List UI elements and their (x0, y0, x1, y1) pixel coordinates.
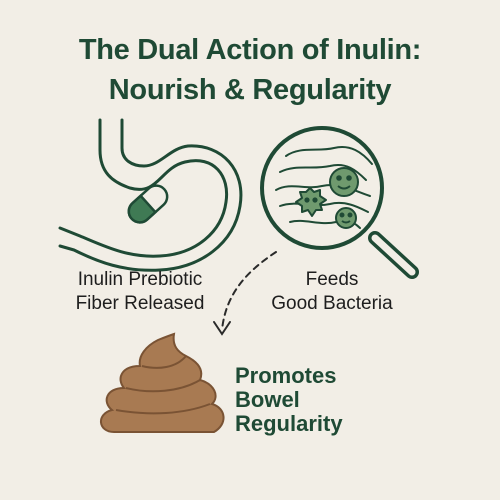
step-1-line-2: Fiber Released (75, 293, 205, 314)
title-line-1: The Dual Action of Inulin: (78, 34, 422, 66)
step-label-fiber-released: Inulin Prebiotic Fiber Released (55, 268, 225, 316)
stool-icon (100, 332, 225, 433)
step-3-line-2: Bowel (235, 387, 300, 412)
dashed-arrow (213, 251, 277, 336)
title-line-2: Nourish & Regularity (108, 74, 392, 106)
step-3-line-1: Promotes (235, 363, 337, 388)
stomach-icon (58, 118, 243, 272)
step-3-line-3: Regularity (235, 411, 343, 436)
step-1-line-1: Inulin Prebiotic (77, 269, 203, 290)
diagram-title: The Dual Action of Inulin: Nourish & Reg… (0, 30, 500, 110)
step-label-feeds-bacteria: Feeds Good Bacteria (262, 268, 402, 316)
bacteria-icon (295, 167, 359, 229)
magnifier-icon (260, 126, 419, 279)
step-label-regularity: Promotes Bowel Regularity (235, 364, 343, 436)
step-2-line-1: Feeds (305, 269, 359, 290)
step-2-line-2: Good Bacteria (271, 293, 393, 314)
capsule-icon (127, 184, 169, 224)
